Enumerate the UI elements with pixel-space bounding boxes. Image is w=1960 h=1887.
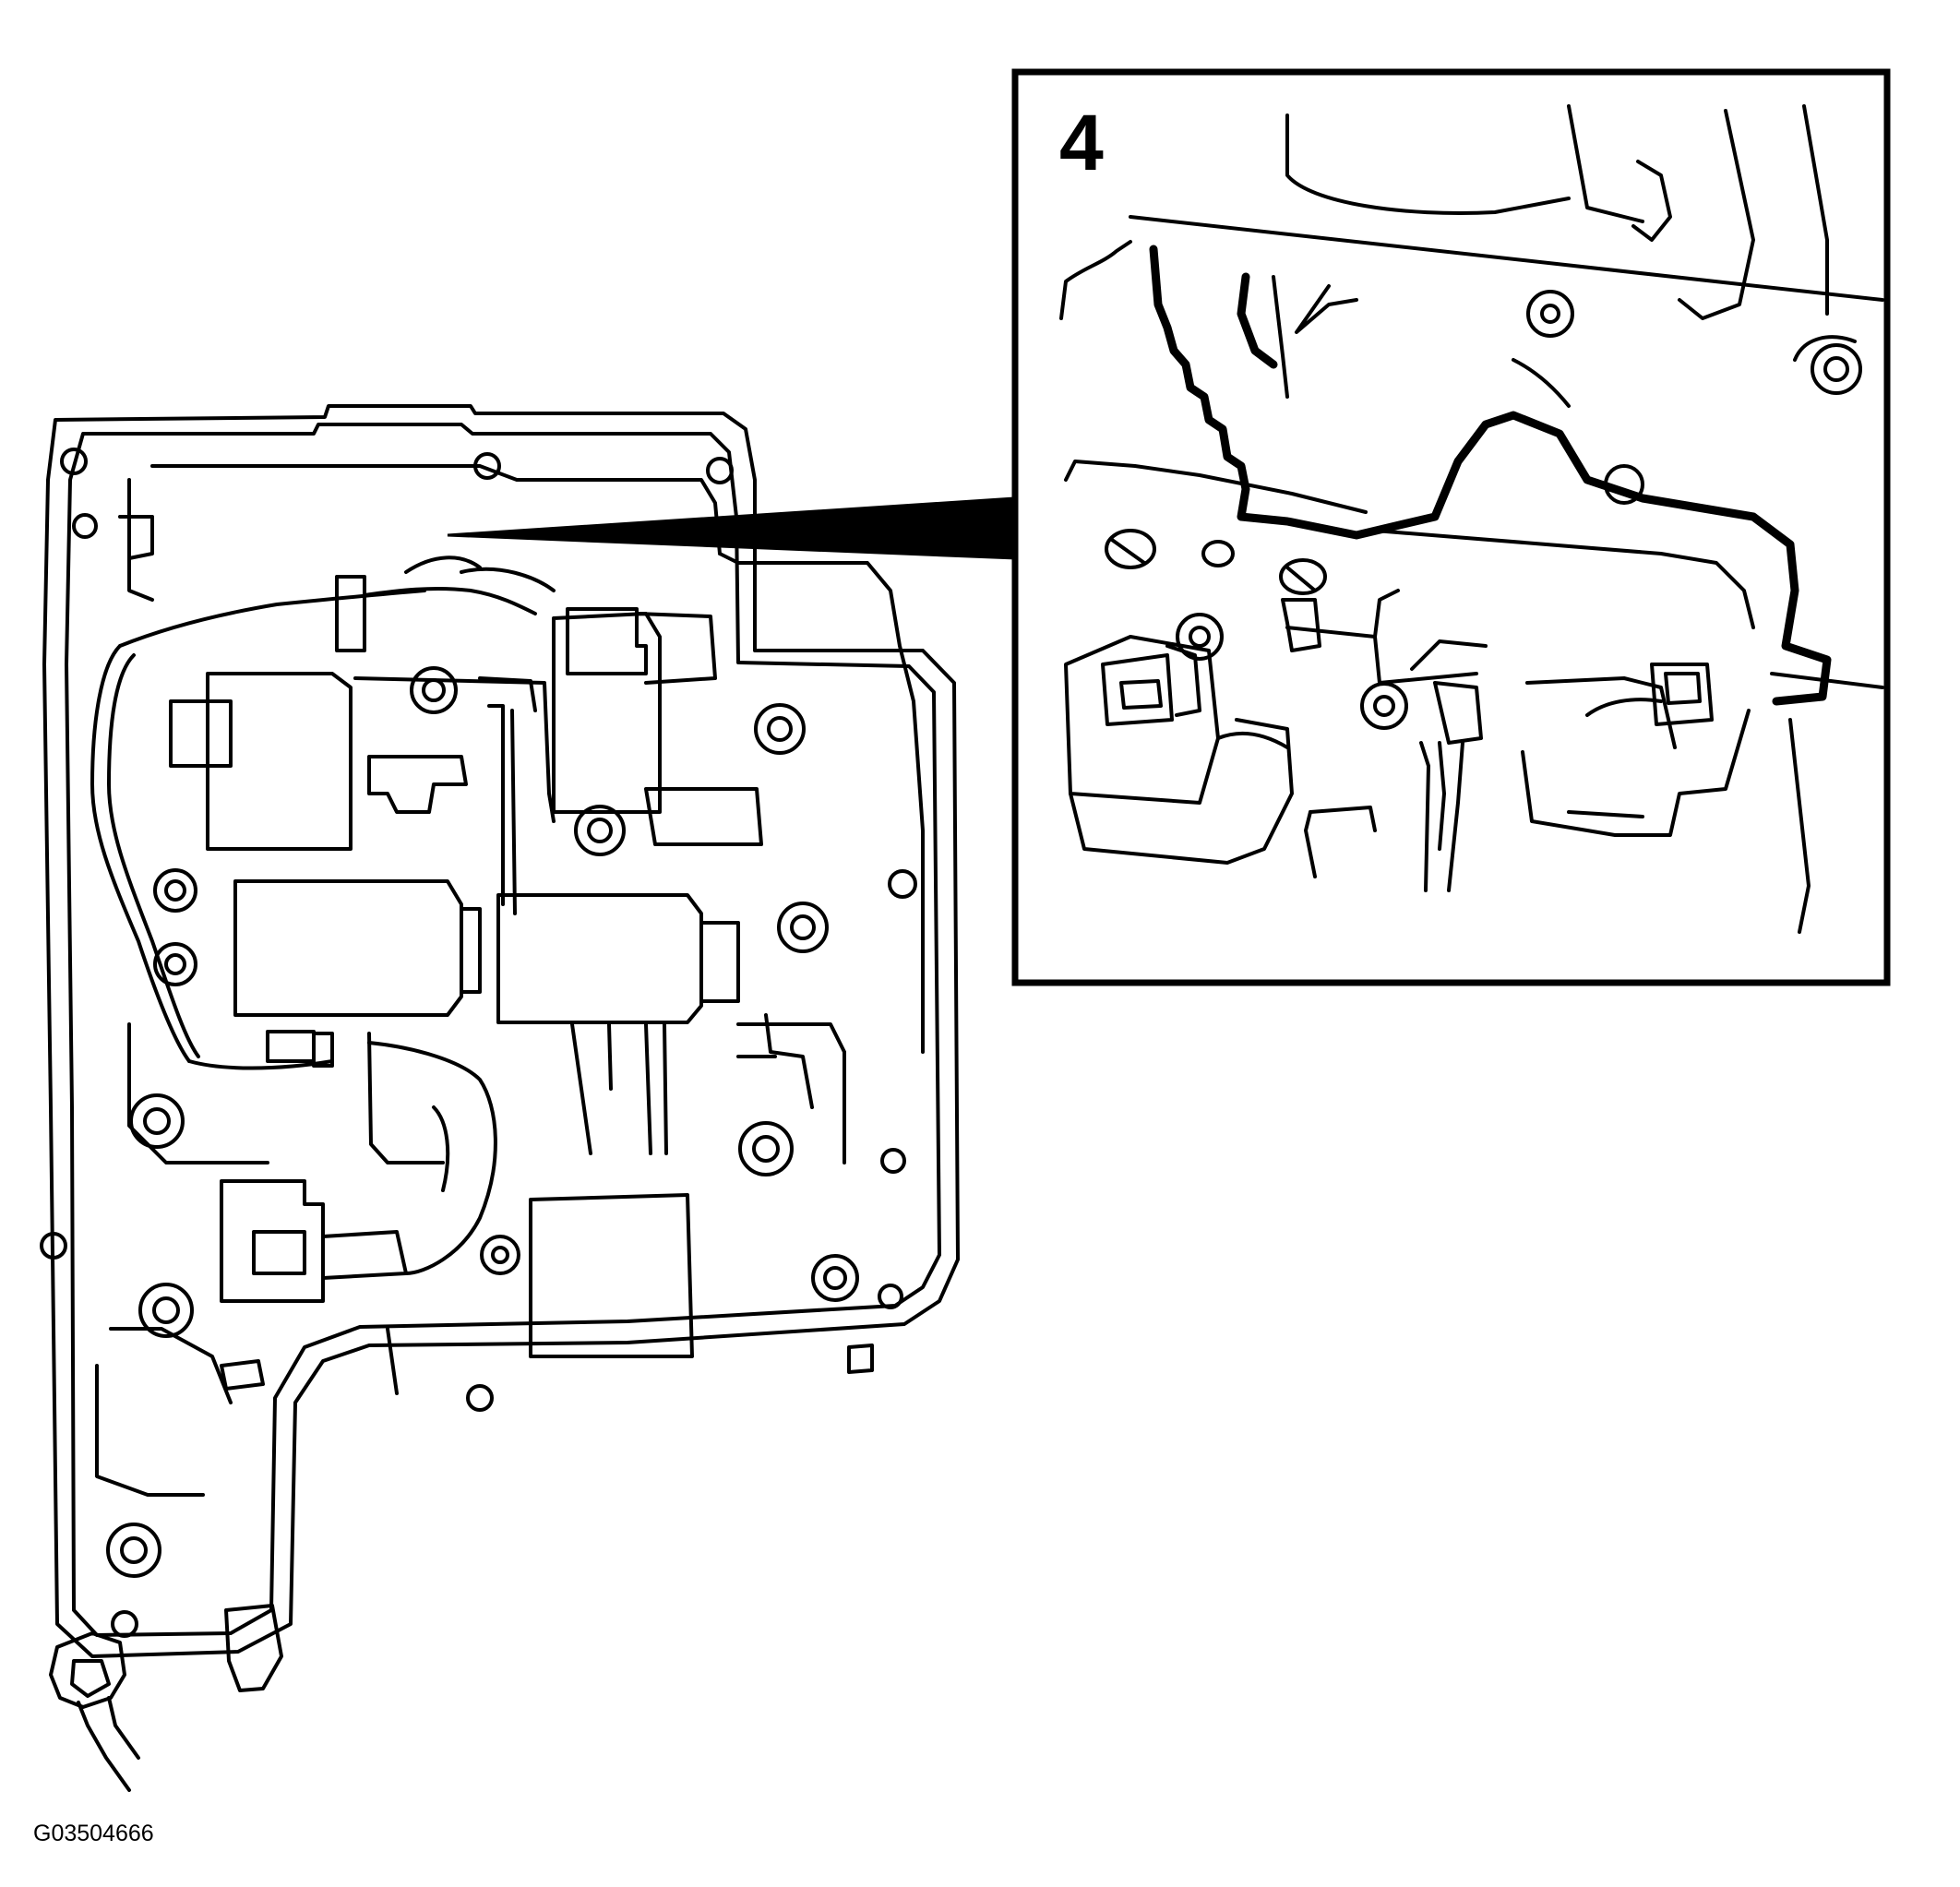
callout-number: 4: [1059, 99, 1104, 187]
valve-passages: [95, 676, 846, 1497]
solenoids: [169, 612, 740, 1358]
bolt-holes: [40, 448, 917, 1638]
figure-code: G03504666: [33, 1821, 154, 1846]
valve-body-outline: [42, 404, 960, 1658]
wire-harness: [90, 555, 556, 1275]
detail-frame: [1011, 68, 1891, 986]
fittings: [49, 1344, 874, 1792]
detail-drawing: [1059, 104, 1884, 934]
connectors: [220, 607, 717, 1303]
callout-leader: [447, 496, 1017, 560]
socket-bolts: [106, 666, 859, 1578]
